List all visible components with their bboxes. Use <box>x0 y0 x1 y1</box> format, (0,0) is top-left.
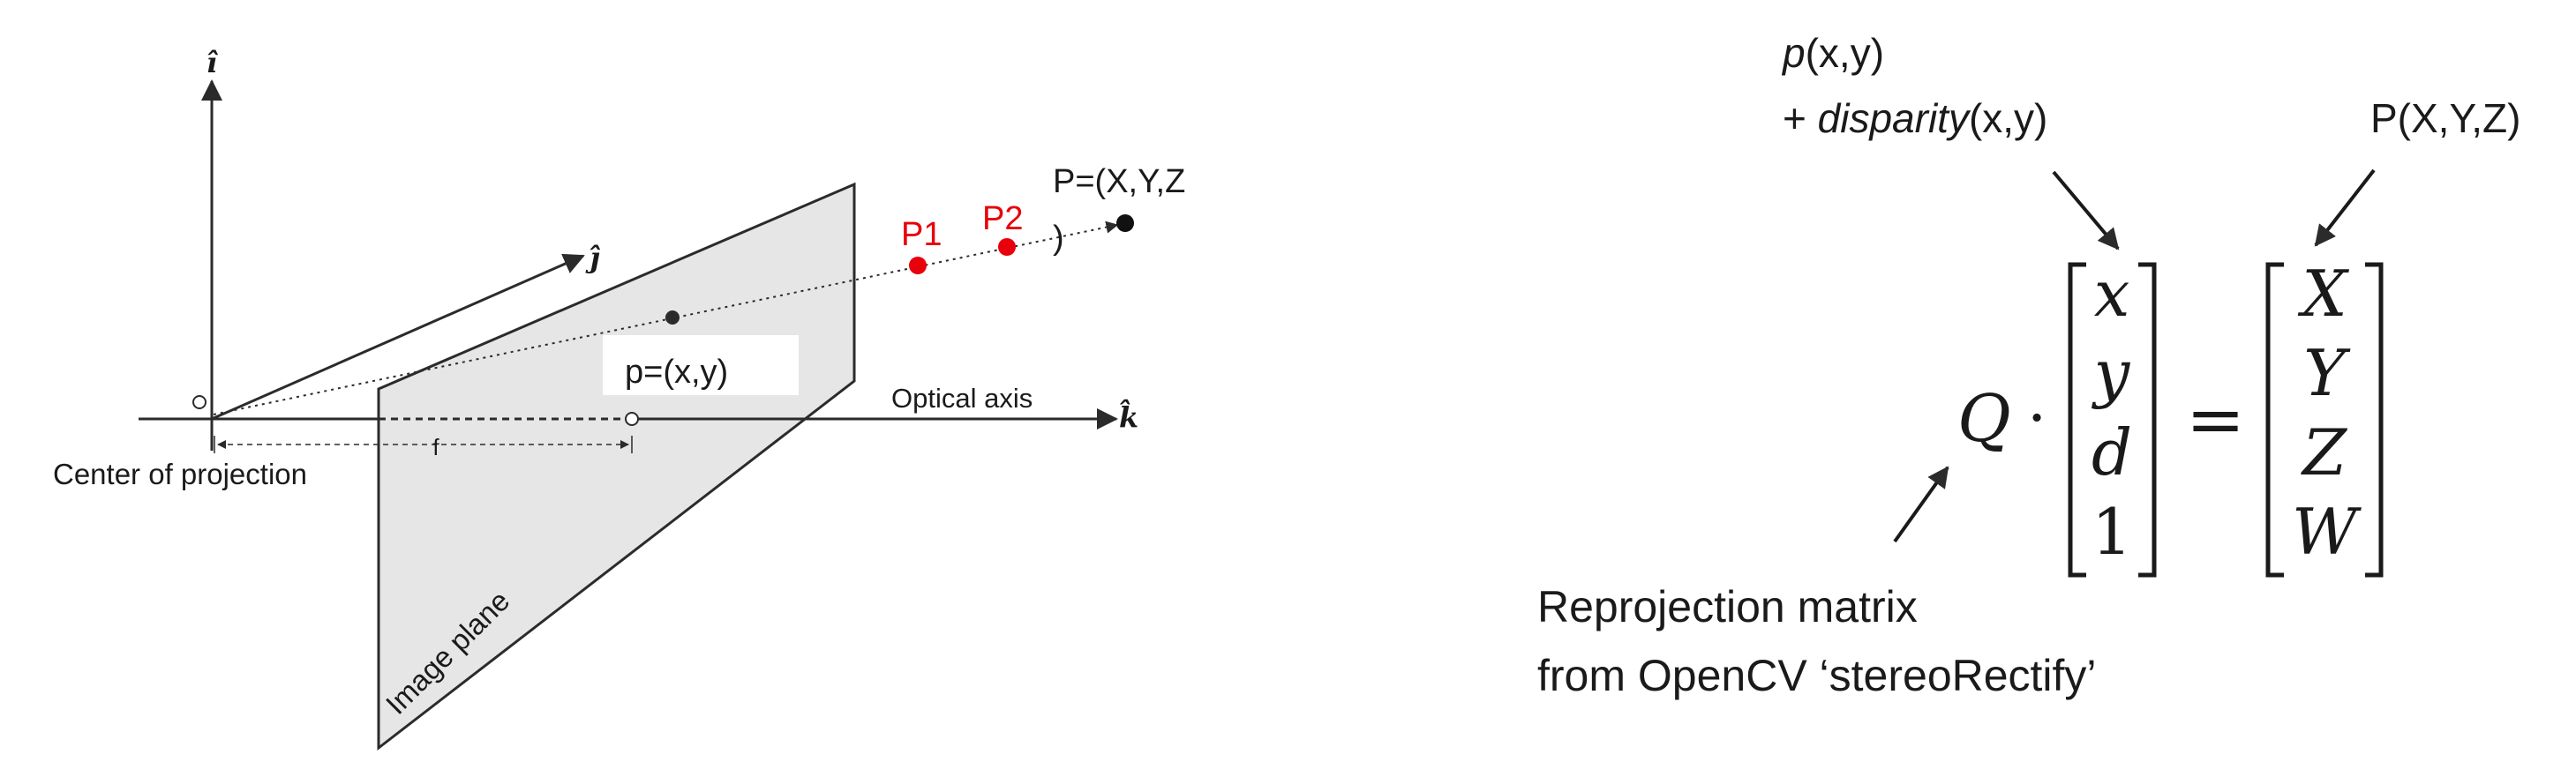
input-vector-entry-2: d <box>2092 415 2132 489</box>
output-vector-entry-2: Z <box>2301 415 2348 489</box>
p2-marker <box>998 238 1016 256</box>
output-vector-entry-3: W <box>2292 495 2362 569</box>
matrix-q-symbol: Q <box>1957 381 2011 457</box>
caption-line2: from OpenCV ‘stereoRectify’ <box>1537 651 2097 700</box>
reprojection-equation-figure: p(x,y) + disparity(x,y) P(X,Y,Z) Q · xyd… <box>1537 30 2520 700</box>
dot-operator: · <box>2027 382 2047 454</box>
image-point-marker <box>665 310 680 325</box>
principal-point-marker <box>625 412 639 426</box>
world-point-marker <box>1116 214 1134 232</box>
k-axis-label: k̂ <box>1119 399 1138 434</box>
p2-label: P2 <box>982 200 1023 237</box>
p1-label: P1 <box>901 216 942 253</box>
world-point-equation-label: P(X,Y,Z) <box>2370 95 2520 141</box>
i-axis-label: î <box>207 46 219 79</box>
pixel-args: (x,y) <box>1806 30 1884 76</box>
pixel-arrow <box>2052 170 2120 250</box>
image-plane <box>377 182 856 751</box>
output-vector-entry-0: X <box>2297 257 2349 331</box>
input-vector-entry-1: y <box>2092 336 2131 410</box>
center-of-projection-label: Center of projection <box>53 458 307 490</box>
input-vector-entry-3: 1 <box>2092 495 2132 569</box>
input-vector-left-bracket <box>2068 262 2086 578</box>
input-vector-right-bracket <box>2138 262 2157 578</box>
plus-sign: + <box>1783 95 1818 141</box>
pixel-p-symbol: p <box>1781 30 1806 76</box>
disparity-args: (x,y) <box>1969 95 2047 141</box>
input-vector-entry-0: x <box>2094 257 2130 331</box>
matrix-q-arrow <box>1893 466 1949 543</box>
focal-length-label: f <box>432 434 439 460</box>
pixel-label-line2: + disparity(x,y) <box>1783 95 2047 141</box>
image-point-label-box <box>603 335 799 395</box>
world-point-label-close: ) <box>1053 220 1064 257</box>
disparity-word: disparity <box>1818 95 1971 141</box>
optical-axis-label: Optical axis <box>891 383 1033 414</box>
pixel-label-line1: p(x,y) <box>1781 30 1884 76</box>
output-vector-right-bracket <box>2365 262 2384 578</box>
image-point-label: p=(x,y) <box>625 354 728 391</box>
j-axis-label: ĵ <box>585 241 601 274</box>
equals-sign: = <box>2186 378 2245 460</box>
caption-line1: Reprojection matrix <box>1537 582 1918 631</box>
output-vector-left-bracket <box>2265 262 2284 578</box>
camera-geometry-figure: î ĵ k̂ Center of projection f Optical ax… <box>53 46 1185 751</box>
p1-marker <box>909 257 927 274</box>
world-point-arrow <box>2314 168 2376 247</box>
world-point-label: P=(X,Y,Z <box>1053 163 1185 200</box>
output-vector-entry-1: Y <box>2303 336 2351 410</box>
center-of-projection-marker <box>192 395 207 409</box>
j-axis <box>211 253 585 421</box>
